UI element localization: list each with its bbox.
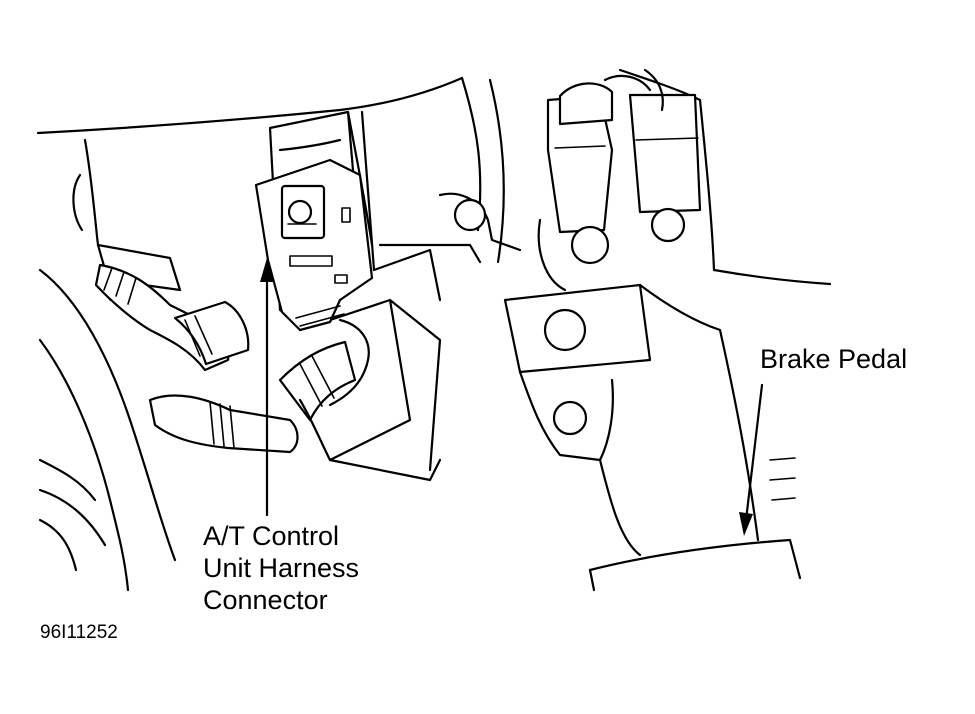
- wire-harness: [94, 263, 370, 454]
- harness-connector: [254, 158, 374, 332]
- dash-panel: [36, 68, 832, 286]
- connector-label-line2: Unit Harness: [203, 553, 360, 583]
- brake-pedal-label: Brake Pedal: [760, 344, 908, 374]
- brake-pedal-leader: [739, 383, 764, 536]
- pedal-bracket: [378, 192, 802, 592]
- connector-label-line3: Connector: [203, 585, 328, 615]
- brake-switch: [537, 68, 702, 292]
- left-structure: [38, 138, 182, 592]
- connector-leader: [260, 258, 274, 517]
- connector-label: A/T Control Unit Harness Connector: [203, 520, 359, 616]
- connector-label-line1: A/T Control: [203, 521, 340, 551]
- figure-id: 96I11252: [40, 622, 118, 643]
